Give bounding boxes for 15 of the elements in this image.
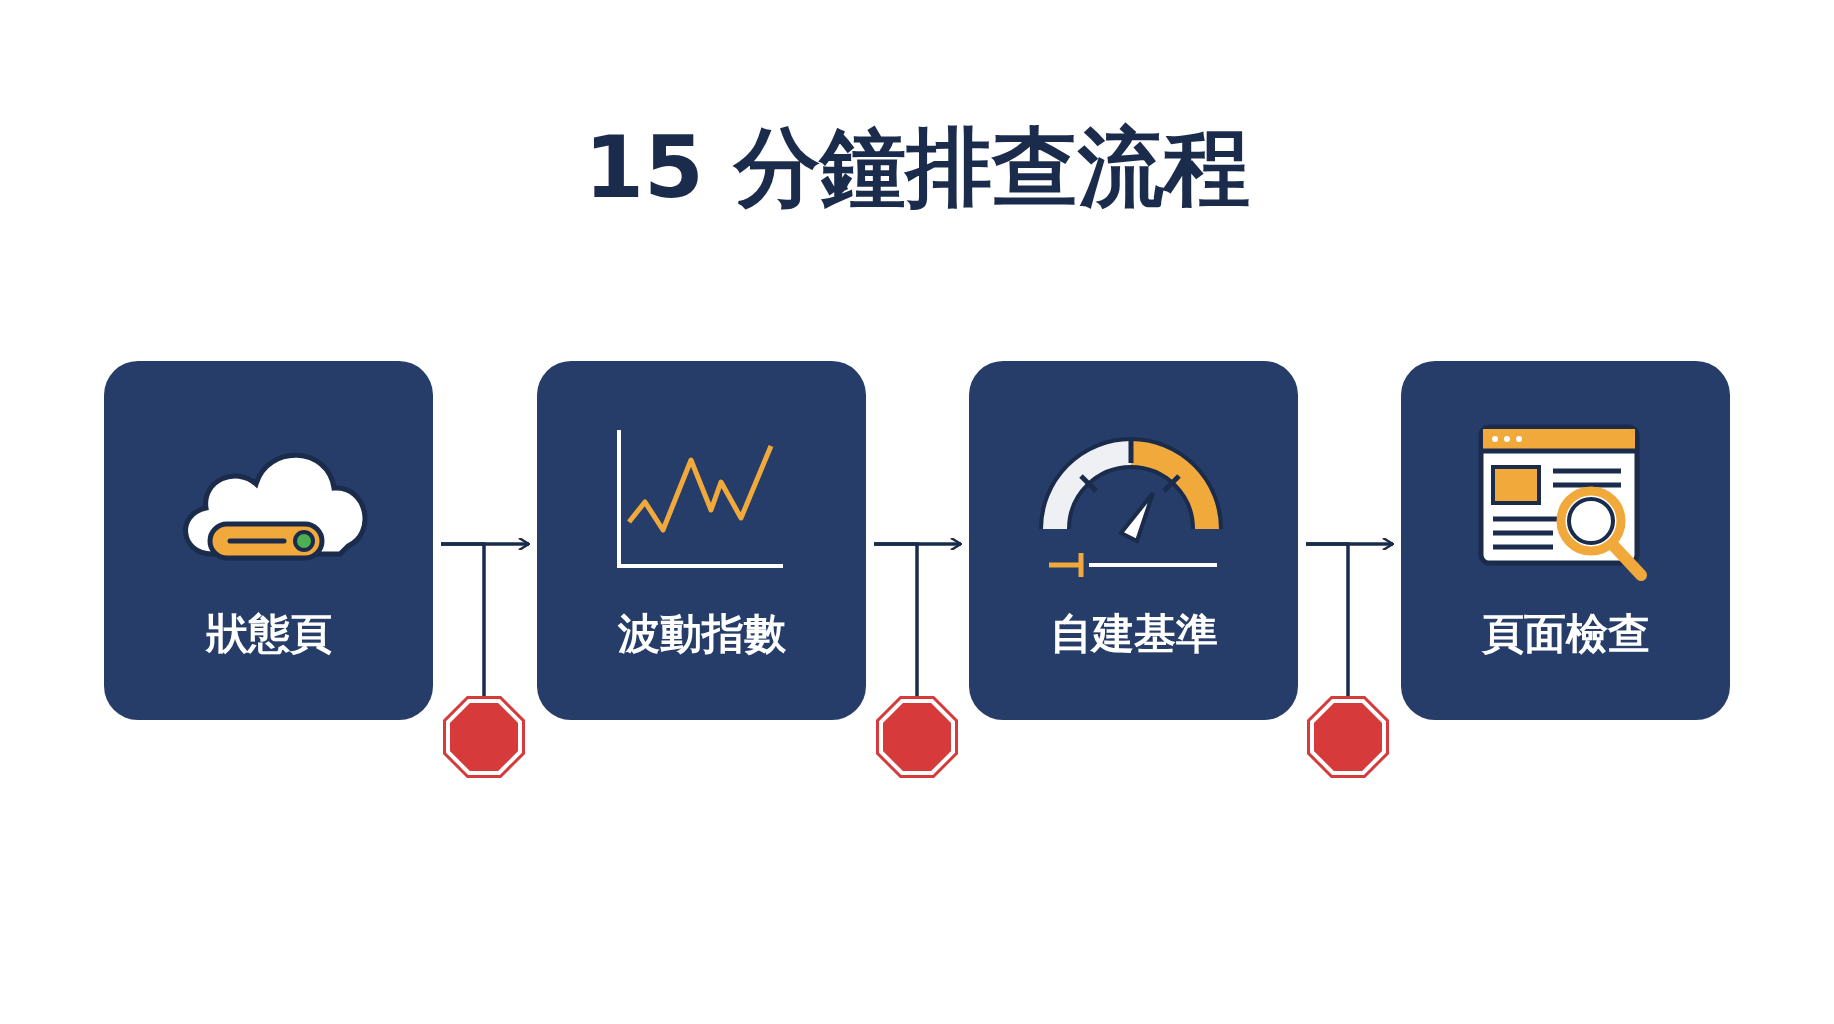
connector-line xyxy=(441,542,486,696)
step-label: 波動指數 xyxy=(617,608,786,660)
step-label: 頁面檢查 xyxy=(1481,608,1650,660)
step-box xyxy=(1401,361,1730,720)
stop-sign xyxy=(443,696,525,778)
connector-line xyxy=(874,542,919,696)
step-label: 自建基準 xyxy=(1049,608,1218,660)
title: 15 分鐘排查流程 xyxy=(584,116,1250,219)
step-box xyxy=(969,361,1298,720)
step-label: 狀態頁 xyxy=(205,608,332,660)
stop-sign xyxy=(876,696,958,778)
step-box xyxy=(537,361,866,720)
stop-sign xyxy=(1307,696,1389,778)
step-box xyxy=(104,361,433,720)
connector-line xyxy=(1306,542,1350,696)
